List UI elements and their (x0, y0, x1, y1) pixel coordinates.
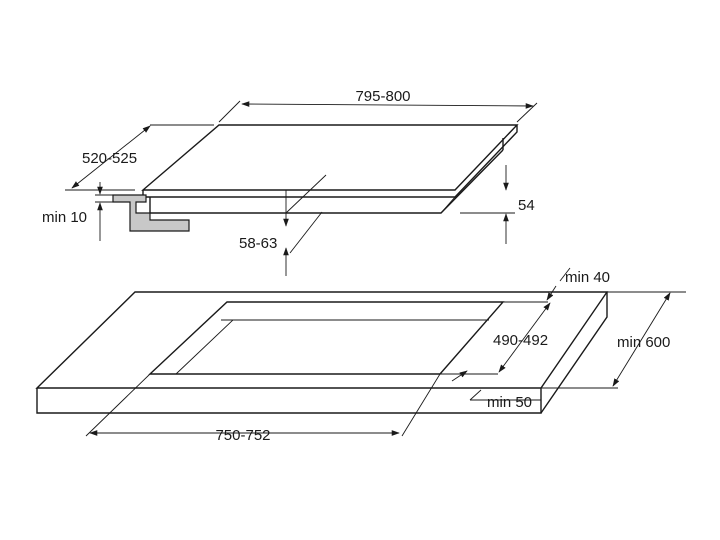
label-hob-height: 54 (518, 197, 535, 214)
dim-depth-range (283, 174, 327, 276)
label-min-worktop-depth: min 600 (617, 334, 670, 351)
dim-cut-depth (440, 302, 551, 375)
dim-min-worktop-depth (541, 292, 671, 389)
dim-min-front (451, 370, 541, 401)
label-hob-width: 795-800 (355, 88, 410, 105)
label-cut-width: 750-752 (215, 427, 270, 444)
label-cut-depth: 490-492 (493, 332, 548, 349)
dim-min-clearance (95, 182, 113, 241)
dim-min-back (503, 267, 686, 303)
label-depth-range: 58-63 (239, 235, 277, 252)
label-hob-depth: 520-525 (82, 150, 137, 167)
cutout-opening (148, 301, 505, 375)
hob-body (149, 138, 504, 214)
dim-hob-width (218, 100, 538, 123)
label-min-back: min 40 (565, 269, 610, 286)
mounting-bracket (112, 194, 190, 232)
dim-cut-width (85, 373, 441, 437)
label-min-front: min 50 (487, 394, 532, 411)
label-min-clearance: min 10 (42, 209, 87, 226)
dim-hob-height (460, 165, 515, 244)
hob-top-plate (141, 124, 519, 198)
